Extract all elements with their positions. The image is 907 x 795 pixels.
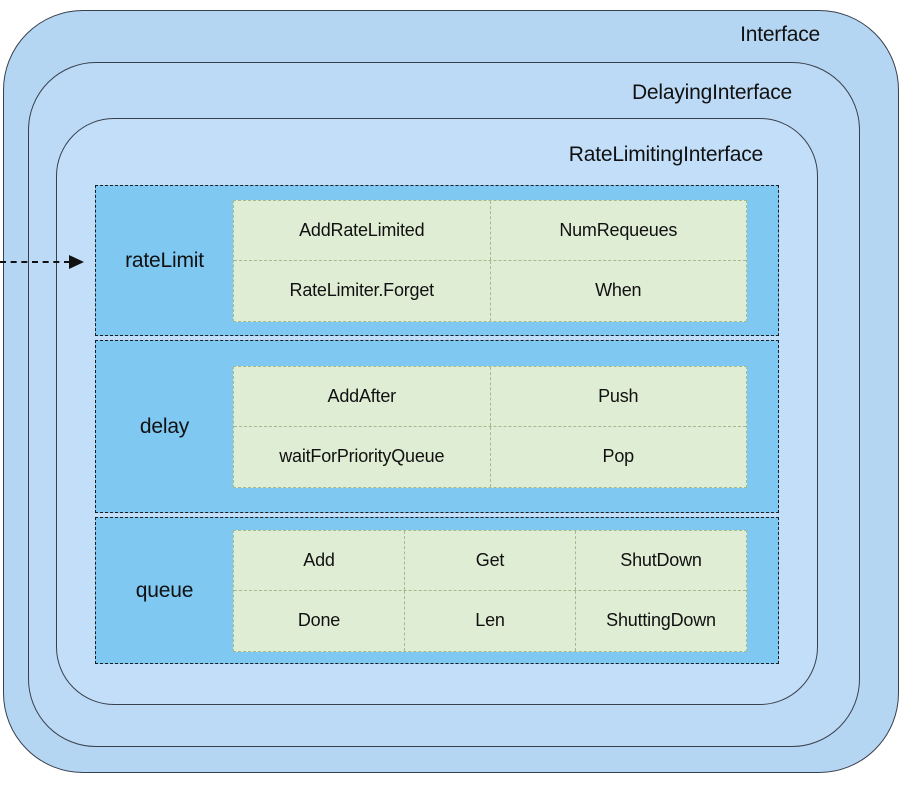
method-cell: waitForPriorityQueue — [279, 446, 445, 467]
ring-label-delaying-interface: DelayingInterface — [631, 81, 792, 104]
method-cell: Done — [297, 610, 341, 631]
method-cell: AddAfter — [327, 385, 397, 406]
method-row: AddAfter Push — [234, 366, 747, 426]
method-row: RateLimiter.Forget When — [234, 260, 746, 321]
method-cell: ShutDown — [575, 530, 746, 590]
arrow-right-icon — [69, 255, 84, 269]
method-cell: Add — [303, 549, 335, 570]
method-cell: When — [489, 261, 747, 321]
method-cell: RateLimiter.Forget — [289, 280, 435, 301]
method-row: AddRateLimited NumRequeues — [234, 200, 747, 260]
ring-label-rate-limiting-interface: RateLimitingInterface — [568, 143, 763, 166]
method-cell: Push — [489, 366, 747, 426]
section-label: queue — [135, 578, 194, 602]
ring-label-interface: Interface — [740, 23, 820, 46]
method-cell: AddRateLimited — [299, 219, 425, 240]
method-cell: Len — [404, 591, 575, 651]
section-label: rateLimit — [125, 248, 204, 272]
method-cell: ShuttingDown — [575, 591, 746, 651]
section-delay: delay AddAfter Push waitForPriorityQueue Po… — [95, 340, 779, 513]
section-label: delay — [139, 414, 190, 438]
arrow-dashed-line — [0, 261, 70, 263]
method-cell: Pop — [489, 427, 747, 487]
method-row: waitForPriorityQueue Pop — [234, 426, 746, 487]
method-cell: Get — [404, 530, 575, 590]
method-cell: NumRequeues — [489, 200, 747, 260]
method-table: AddAfter Push waitForPriorityQueue Pop — [233, 365, 747, 488]
